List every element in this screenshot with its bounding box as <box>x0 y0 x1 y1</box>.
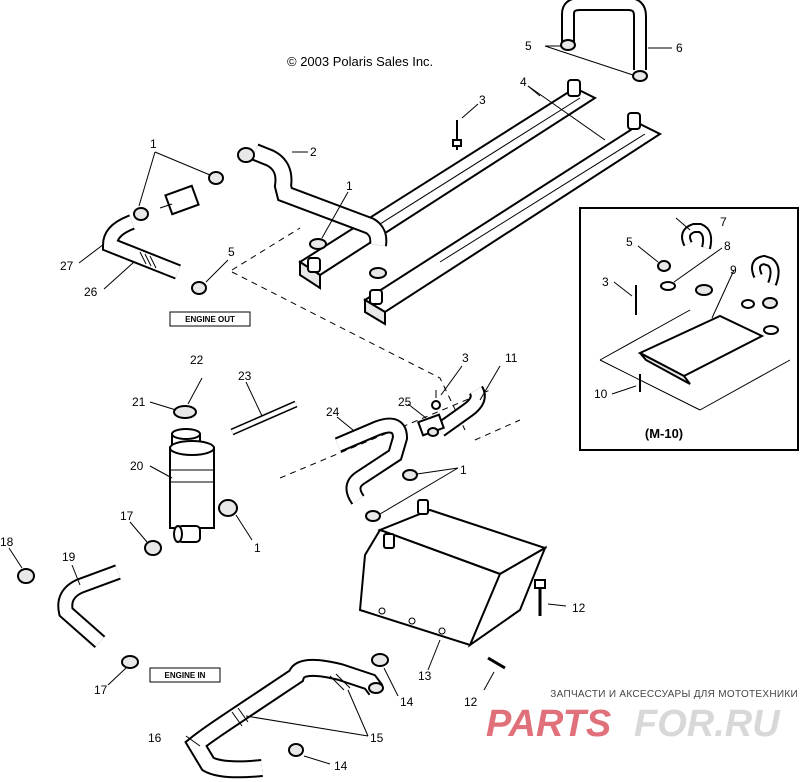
clamp-14-upper <box>371 653 389 667</box>
hose-27-26 <box>101 214 181 280</box>
callout-15: 15 <box>370 731 384 745</box>
callout-19: 19 <box>62 550 76 564</box>
bolt-3-middle <box>431 390 441 410</box>
callout-27: 27 <box>60 259 74 273</box>
callout-4: 4 <box>520 75 527 89</box>
clamp-1b <box>133 207 149 221</box>
callout-26: 26 <box>84 285 98 299</box>
heat-exchanger-13 <box>358 499 548 648</box>
callout-9: 9 <box>730 263 737 277</box>
clamp-1d <box>402 469 418 481</box>
callout-10: 10 <box>594 387 608 401</box>
clamp-1a <box>208 171 224 185</box>
engine-out-tag: ENGINE OUT <box>169 311 251 327</box>
engine-in-label: ENGINE IN <box>165 671 206 680</box>
callout-3: 3 <box>462 351 469 365</box>
bolt-12-lower <box>487 656 506 670</box>
hose-15-16 <box>184 658 384 779</box>
clamp-18 <box>17 568 35 584</box>
callout-1: 1 <box>346 179 353 193</box>
callout-5: 5 <box>626 235 633 249</box>
bolt-3-top <box>452 120 462 150</box>
callout-12: 12 <box>464 695 478 709</box>
copyright-text: © 2003 Polaris Sales Inc. <box>287 54 433 69</box>
clamp-1c <box>309 238 327 250</box>
callout-14: 14 <box>400 695 414 709</box>
callout-18: 18 <box>0 535 14 549</box>
callout-8: 8 <box>724 239 731 253</box>
hose-6 <box>561 0 647 70</box>
engine-in-tag: ENGINE IN <box>149 667 221 683</box>
hose-24 <box>334 417 409 505</box>
callout-21: 21 <box>132 395 146 409</box>
hose-23 <box>230 400 298 436</box>
clamp-17-lower <box>121 655 139 669</box>
watermark-caption: ЗАПЧАСТИ И АКСЕССУАРЫ ДЛЯ МОТОТЕХНИКИ <box>550 689 798 700</box>
callout-17: 17 <box>94 683 108 697</box>
clamp-1f <box>218 499 238 517</box>
callout-1: 1 <box>150 137 157 151</box>
heat-exchanger-lower <box>363 112 663 326</box>
callout-25: 25 <box>398 395 412 409</box>
callout-12: 12 <box>572 601 586 615</box>
inset-title: (M-10) <box>645 426 683 441</box>
callout-24: 24 <box>326 405 340 419</box>
callout-17: 17 <box>120 509 134 523</box>
fitting-block <box>159 184 200 216</box>
watermark: ЗАПЧАСТИ И АКСЕССУАРЫ ДЛЯ МОТОТЕХНИКИ PA… <box>486 689 798 745</box>
callout-23: 23 <box>238 369 252 383</box>
engine-out-label: ENGINE OUT <box>185 315 235 324</box>
inset-m10: (M-10) <box>579 207 799 451</box>
callout-1: 1 <box>460 463 467 477</box>
coolant-bottle <box>169 405 215 543</box>
callout-5: 5 <box>228 245 235 259</box>
t-fitting-25 <box>416 413 446 437</box>
callout-7: 7 <box>720 215 727 229</box>
callout-16: 16 <box>148 731 162 745</box>
hose-2 <box>237 143 388 247</box>
callout-3: 3 <box>479 93 486 107</box>
bolt-12-right <box>534 579 546 616</box>
callout-6: 6 <box>676 41 683 55</box>
hose-11 <box>435 385 486 437</box>
watermark-brand-left: PARTS <box>486 703 611 745</box>
callout-14: 14 <box>334 759 348 773</box>
clamp-5-left <box>191 281 207 295</box>
clamp-1e <box>365 510 381 522</box>
callout-20: 20 <box>130 459 144 473</box>
callout-13: 13 <box>418 669 432 683</box>
callout-2: 2 <box>310 145 317 159</box>
callouts: 1 1 1 1 2 3 3 3 4 5 5 5 6 7 8 9 10 11 12… <box>0 39 737 773</box>
clamp-upper <box>369 267 387 279</box>
clamp-14-lower <box>288 743 304 757</box>
clamp-17-upper <box>144 540 162 556</box>
callout-5: 5 <box>525 39 532 53</box>
watermark-brand-right: FOR.RU <box>634 703 781 745</box>
callout-11: 11 <box>505 351 518 365</box>
hose-19 <box>57 564 121 648</box>
callout-1: 1 <box>254 541 261 555</box>
clamp-5-top <box>560 39 648 82</box>
callout-22: 22 <box>190 353 204 367</box>
callout-3: 3 <box>602 275 609 289</box>
